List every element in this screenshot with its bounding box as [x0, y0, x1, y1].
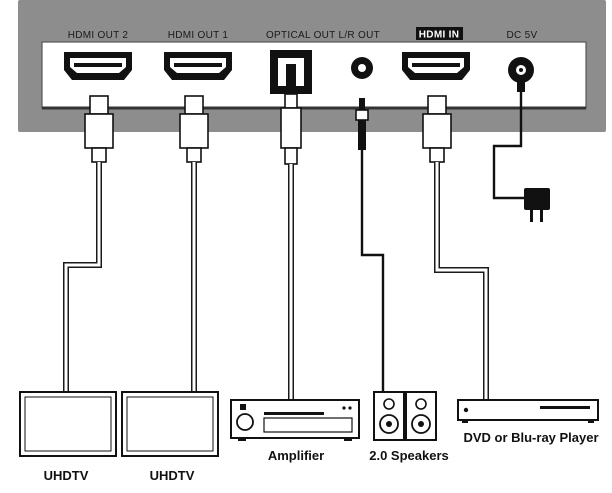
hdmi-in-label-bg	[416, 27, 463, 40]
hdmi-input-cable	[422, 95, 489, 400]
uhdtv-2-icon	[121, 391, 219, 457]
dc-5v-label: DC 5V	[507, 30, 538, 41]
player-label: DVD or Blu-ray Player	[463, 430, 598, 445]
hdmi-in-port	[402, 52, 470, 80]
amplifier-icon	[230, 399, 360, 441]
optical-lr-out-label: OPTICAL OUT L/R OUT	[266, 30, 380, 41]
hdmi-cable-2	[179, 95, 209, 392]
uhdtv-1-icon	[19, 391, 117, 457]
hdmi-in-label: HDMI IN	[419, 30, 459, 41]
speakers-label: 2.0 Speakers	[369, 448, 449, 463]
hdmi-cable-1	[63, 95, 114, 392]
device-front-panel	[41, 41, 587, 109]
uhdtv-2-label: UHDTV	[150, 468, 195, 483]
amplifier-label: Amplifier	[268, 448, 324, 463]
power-brick-icon	[524, 188, 550, 210]
power-adapter	[492, 82, 550, 222]
hdmi-out-1-port	[164, 52, 232, 80]
hdmi-out-2-label: HDMI OUT 2	[68, 30, 129, 41]
hdmi-out-2-port	[64, 52, 132, 80]
optical-cable	[280, 93, 302, 400]
dvd-player-icon	[457, 399, 599, 423]
uhdtv-1-label: UHDTV	[44, 468, 89, 483]
audio-cable	[355, 98, 385, 392]
dc-5v-port	[508, 57, 534, 83]
lr-audio-out-port	[351, 57, 373, 79]
hdmi-out-1-label: HDMI OUT 1	[168, 30, 229, 41]
speakers-icon	[373, 391, 437, 441]
optical-out-port	[270, 50, 312, 94]
